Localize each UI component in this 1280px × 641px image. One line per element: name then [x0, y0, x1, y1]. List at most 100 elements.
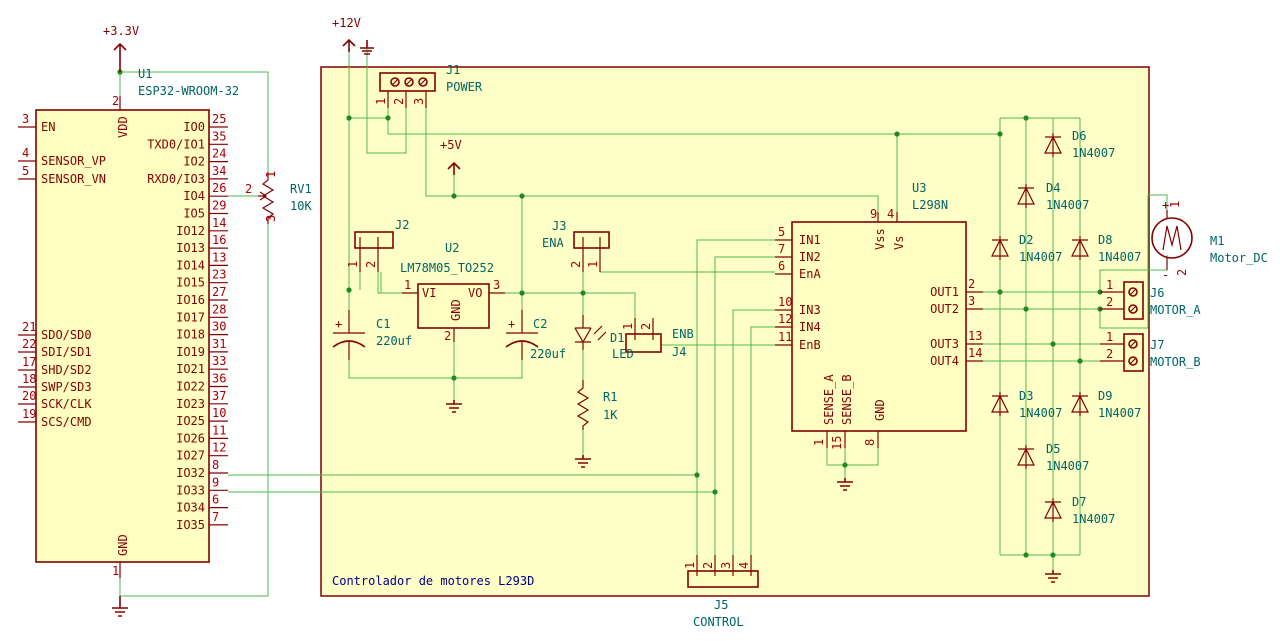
svg-text:15: 15 [830, 436, 844, 450]
svg-text:3: 3 [493, 278, 500, 292]
svg-text:2: 2 [112, 94, 119, 108]
u1-pin-number: 16 [212, 233, 226, 247]
u1-pin-label: TXD0/IO1 [147, 137, 205, 151]
svg-text:J1: J1 [446, 63, 460, 77]
diode-value: 1N4007 [1019, 250, 1062, 264]
u3-pin-label: OUT4 [930, 354, 959, 368]
svg-text:GND: GND [873, 399, 887, 421]
u1-pin-label: SCS/CMD [41, 415, 92, 429]
u3-pin-number: 14 [968, 346, 982, 360]
svg-text:4: 4 [887, 207, 894, 221]
u1-pin-number: 11 [212, 423, 226, 437]
svg-text:3: 3 [412, 98, 426, 105]
svg-text:MOTOR_B: MOTOR_B [1150, 355, 1201, 369]
svg-text:1: 1 [346, 261, 360, 268]
u1-pin-number: 6 [212, 493, 219, 507]
j1-power-connector: J1 POWER 1 2 3 [374, 63, 483, 108]
svg-text:LM78M05_TO252: LM78M05_TO252 [400, 261, 494, 275]
u3-pin-number: 10 [778, 295, 792, 309]
u1-pin-label: IO0 [183, 120, 205, 134]
u1-pin-number: 9 [212, 475, 219, 489]
diode-d2: D2 1N4007 [990, 233, 1062, 264]
u3-pin-label: IN2 [799, 250, 821, 264]
u1-pin-number: 18 [22, 372, 36, 386]
u1-pin-number: 7 [212, 510, 219, 524]
j7-motor-b-connector: 1 2 J7 MOTOR_B [1100, 330, 1201, 372]
u1-pin-label: IO25 [176, 414, 205, 428]
u3-pin-label: OUT1 [930, 285, 959, 299]
u1-pin-number: 13 [212, 250, 226, 264]
diode-ref: D4 [1046, 181, 1060, 195]
svg-text:+5V: +5V [440, 138, 462, 152]
svg-text:2: 2 [444, 329, 451, 343]
diode-value: 1N4007 [1019, 406, 1062, 420]
u1-pin-label: IO34 [176, 501, 205, 515]
svg-text:10K: 10K [290, 199, 312, 213]
svg-text:CONTROL: CONTROL [693, 615, 744, 629]
u3-pin-label: IN4 [799, 320, 821, 334]
svg-text:U2: U2 [445, 241, 459, 255]
svg-text:VO: VO [468, 286, 482, 300]
u3-pin-label: OUT2 [930, 302, 959, 316]
diode-ref: D6 [1072, 129, 1086, 143]
u1-pin-number: 28 [212, 302, 226, 316]
u1-esp32: U1 ESP32-WROOM-32 2 VDD 1 GND 3EN4SENSOR… [18, 67, 239, 578]
u1-pin-label: RXD0/IO3 [147, 172, 205, 186]
u1-pin-label: SDI/SD1 [41, 345, 92, 359]
r1-resistor: R1 1K [576, 380, 618, 430]
svg-text:1: 1 [586, 261, 600, 268]
u3-pin-label: IN3 [799, 303, 821, 317]
svg-text:4: 4 [737, 562, 751, 569]
svg-text:3: 3 [719, 562, 733, 569]
diode-ref: D2 [1019, 233, 1033, 247]
svg-text:C1: C1 [376, 317, 390, 331]
svg-text:1: 1 [1168, 201, 1182, 208]
u1-left-pins: 3EN4SENSOR_VP5SENSOR_VN21SDO/SD022SDI/SD… [18, 112, 106, 429]
j4-enb-connector: ENB J4 1 2 [621, 318, 694, 359]
svg-text:2: 2 [569, 261, 583, 268]
u1-pin-number: 24 [212, 147, 226, 161]
u1-pin-number: 8 [212, 458, 219, 472]
svg-text:3: 3 [264, 215, 278, 222]
u3-pin-label: OUT3 [930, 337, 959, 351]
u1-pin-number: 30 [212, 320, 226, 334]
svg-text:U3: U3 [912, 181, 926, 195]
j6-motor-a-connector: 1 2 J6 MOTOR_A [1100, 278, 1201, 320]
diode-value: 1N4007 [1046, 198, 1089, 212]
u1-pin-number: 3 [22, 112, 29, 126]
u1-pin-number: 12 [212, 441, 226, 455]
diode-ref: D5 [1046, 442, 1060, 456]
diode-d4: D4 1N4007 [1016, 181, 1089, 212]
svg-text:220uf: 220uf [376, 334, 412, 348]
power-3v3: +3.3V [103, 24, 139, 72]
svg-text:+: + [335, 317, 342, 331]
u1-pin-label: EN [41, 120, 55, 134]
u1-pin-label: IO18 [176, 328, 205, 342]
c2-capacitor: + C2 220uf [505, 310, 566, 361]
u1-pin-number: 27 [212, 285, 226, 299]
u1-pin-number: 22 [22, 337, 36, 351]
svg-text:L298N: L298N [912, 198, 948, 212]
u1-pin-label: IO33 [176, 483, 205, 497]
u1-pin-number: 36 [212, 372, 226, 386]
u1-pin-label: IO26 [176, 431, 205, 445]
svg-text:J5: J5 [714, 598, 728, 612]
u3-pin-number: 6 [778, 259, 785, 273]
u1-pin-label: IO32 [176, 466, 205, 480]
u1-pin-number: 25 [212, 112, 226, 126]
u1-pin-label: IO27 [176, 449, 205, 463]
u1-pin-label: SHD/SD2 [41, 363, 92, 377]
u1-pin-number: 20 [22, 389, 36, 403]
svg-text:2: 2 [639, 323, 653, 330]
diode-ref: D9 [1098, 389, 1112, 403]
sheet-title: Controlador de motores L293D [332, 574, 534, 588]
u3-l298n: U3 L298N 9 4 Vss Vs SENSE_A SENSE_B GND … [775, 181, 983, 450]
u1-pin-number: 31 [212, 337, 226, 351]
u1-pin-label: IO22 [176, 380, 205, 394]
u1-pin-number: 26 [212, 181, 226, 195]
u1-pin-number: 33 [212, 354, 226, 368]
svg-text:Motor_DC: Motor_DC [1210, 251, 1268, 265]
